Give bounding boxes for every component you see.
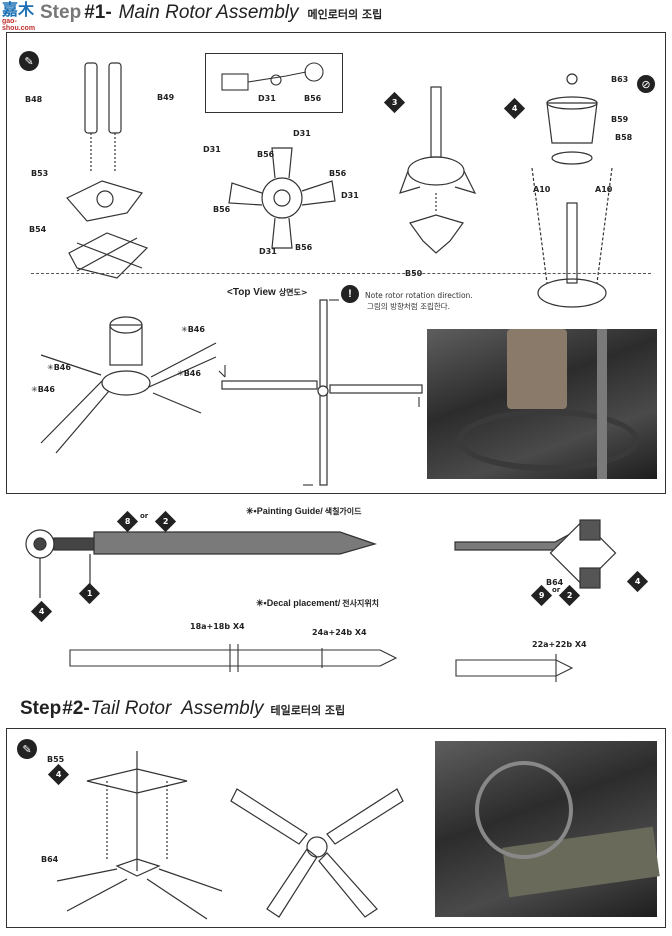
watermark-logo: 嘉木 gao-shou.com bbox=[2, 0, 46, 33]
inset-illustration bbox=[221, 62, 324, 91]
label-b64: B64 bbox=[41, 855, 59, 864]
painting-guide-heading: ✳•Painting Guide/ 색칠가이드 bbox=[246, 506, 362, 516]
step2-prefix: Step bbox=[20, 698, 62, 719]
top-view-korean: 상면도> bbox=[278, 288, 308, 297]
label-b48: B48 bbox=[25, 95, 43, 104]
step2-number: #2- bbox=[62, 698, 90, 719]
label-b46-3: ✳B46 bbox=[31, 385, 55, 394]
label-b63: B63 bbox=[611, 75, 629, 84]
top-view-label: <Top View bbox=[227, 287, 276, 298]
swashplate-illustration bbox=[531, 73, 613, 308]
tail-rotor-exploded bbox=[56, 751, 223, 920]
decal-label-1: 18a+18b X4 bbox=[190, 622, 245, 631]
watermark-url: gao-shou.com bbox=[2, 18, 36, 32]
step1-prefix: Step bbox=[40, 2, 82, 23]
paint-or-1: or bbox=[140, 512, 149, 520]
tail-rotor-assembled bbox=[230, 788, 404, 918]
main-rotor-b46-illustration bbox=[40, 316, 217, 454]
label-b56-hub-3: B56 bbox=[213, 205, 231, 214]
label-d31-hub-1: D31 bbox=[293, 129, 311, 138]
blade-grips-illustration bbox=[66, 62, 149, 279]
decal-label-2: 24a+24b X4 bbox=[312, 628, 367, 637]
label-b55: B55 bbox=[47, 755, 65, 764]
inset-box: D31 B56 bbox=[205, 53, 343, 113]
tail-paint-illustration bbox=[454, 519, 617, 589]
top-view-title: <Top View 상면도> bbox=[227, 287, 308, 298]
decal-heading: ✳•Decal placement/ 전사지위치 bbox=[256, 598, 380, 608]
watermark-logo-text: 嘉木 bbox=[2, 0, 35, 19]
label-a10-right: A10 bbox=[595, 185, 613, 194]
label-b53: B53 bbox=[31, 169, 49, 178]
rotor-hub-illustration bbox=[228, 147, 336, 249]
no-glue-icon: ⊘ bbox=[637, 75, 655, 93]
step1-title: Main Rotor Assembly bbox=[118, 2, 299, 23]
glue-icon: ✎ bbox=[19, 51, 39, 71]
label-d31-inset: D31 bbox=[258, 94, 276, 103]
paint-or-2: or bbox=[552, 586, 561, 594]
decal-label-3: 22a+22b X4 bbox=[532, 640, 587, 649]
step2-header: Step #2- Tail Rotor Assembly 테일로터의 조립 bbox=[20, 698, 345, 722]
label-b58: B58 bbox=[615, 133, 633, 142]
label-d31-hub-2: D31 bbox=[203, 145, 221, 154]
step2-korean: 테일로터의 조립 bbox=[270, 704, 346, 717]
label-b46-1: ✳B46 bbox=[181, 325, 205, 334]
label-b56-hub-4: B56 bbox=[295, 243, 313, 252]
rotation-note-kr: 그림의 방향처럼 조립한다. bbox=[367, 302, 451, 311]
main-rotor-photo bbox=[427, 329, 657, 479]
decal-blade-main bbox=[69, 644, 398, 672]
tail-rotor-photo bbox=[435, 741, 660, 917]
label-b49: B49 bbox=[157, 93, 175, 102]
label-b54: B54 bbox=[29, 225, 47, 234]
top-view-rotor bbox=[218, 299, 423, 486]
label-d31-hub-3: D31 bbox=[341, 191, 359, 200]
label-b64-paint: B64 bbox=[546, 578, 564, 587]
step2-title: Tail Rotor Assembly bbox=[90, 698, 264, 719]
label-a10-left: A10 bbox=[533, 185, 551, 194]
label-b46-2: ✳B46 bbox=[47, 363, 71, 372]
step2-panel: ✎ B55 4 B64 bbox=[6, 728, 666, 928]
label-d31-hub-4: D31 bbox=[259, 247, 277, 256]
label-b56-inset: B56 bbox=[304, 94, 322, 103]
decal-blade-tail bbox=[455, 654, 574, 682]
label-b56-hub-2: B56 bbox=[329, 169, 347, 178]
warning-icon: ! bbox=[341, 285, 359, 303]
label-b59: B59 bbox=[611, 115, 629, 124]
label-b46-4: ✳B46 bbox=[177, 369, 201, 378]
step1-header: Step #1- Main Rotor Assembly 메인로터의 조립 bbox=[40, 2, 382, 26]
rotation-note-en: Note rotor rotation direction. bbox=[365, 291, 473, 300]
step1-number: #1- bbox=[84, 2, 112, 23]
mast-illustration bbox=[399, 86, 477, 254]
step1-korean: 메인로터의 조립 bbox=[307, 8, 383, 21]
painting-guide-blade bbox=[25, 529, 378, 598]
section-divider bbox=[31, 273, 651, 274]
label-b56-hub-1: B56 bbox=[257, 150, 275, 159]
step1-panel: ✎ B48 B49 B53 B54 D31 B56 bbox=[6, 32, 666, 494]
glue-icon-step2: ✎ bbox=[17, 739, 37, 759]
